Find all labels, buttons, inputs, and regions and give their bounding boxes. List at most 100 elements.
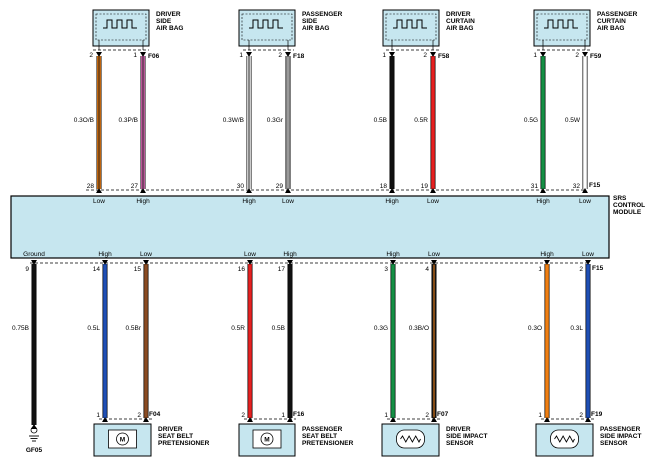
wire-spec-label: 0.5L	[87, 325, 100, 332]
module-top-connector-code: F15	[589, 182, 601, 189]
bottom-wire-2-1: High 17 0.5B 1	[272, 251, 297, 422]
component-label-line-3: AIR BAG	[156, 25, 183, 32]
signal-side-label: High	[283, 251, 297, 258]
bottom-component-0: GF05	[26, 426, 43, 454]
module-pin-number: 2	[579, 266, 583, 273]
wire-terminal-top	[430, 52, 436, 57]
component-pin-number: 1	[533, 52, 537, 59]
module-pin-number: 17	[278, 266, 286, 273]
wire-terminal-top	[389, 52, 395, 57]
wire-terminal-bottom	[140, 188, 146, 193]
wire-terminal-bottom	[31, 424, 37, 429]
wire-terminal-bottom	[582, 188, 588, 193]
wire-spec-label: 0.3W/B	[223, 117, 244, 124]
wire-terminal-bottom	[287, 417, 293, 422]
component-label-line-3: AIR BAG	[302, 25, 329, 32]
component-label-line-2: SIDE IMPACT	[446, 433, 487, 440]
signal-side-label: Low	[582, 251, 594, 258]
component-pin-number: 2	[425, 412, 429, 419]
signal-side-label: Ground	[23, 251, 45, 258]
signal-side-label: Low	[427, 198, 439, 205]
wire-terminal-bottom	[247, 417, 253, 422]
component-label-line-1: PASSENGER	[302, 426, 343, 433]
signal-side-label: High	[136, 198, 150, 205]
component-pin-number: 1	[538, 412, 542, 419]
wire-terminal-top	[246, 52, 252, 57]
wire-spec-label: 0.3G	[374, 325, 388, 332]
airbag-inner-frame	[536, 13, 588, 41]
airbag-squib-icon	[544, 19, 578, 29]
wire-spec-label: 0.3P/B	[118, 117, 138, 124]
component-pin-number: 2	[575, 52, 579, 59]
module-pin-number: 14	[93, 266, 101, 273]
wire-spec-label: 0.5Br	[125, 325, 141, 332]
component-label-line-3: SENSOR	[446, 440, 474, 447]
wire-terminal-top	[96, 52, 102, 57]
wire-terminal-top	[585, 260, 591, 265]
wire-terminal-bottom	[96, 188, 102, 193]
wire-terminal-top	[544, 260, 550, 265]
airbag-squib-icon	[103, 19, 137, 29]
wire-terminal-top	[102, 260, 108, 265]
connector-code: F58	[438, 53, 450, 60]
motor-symbol: M	[120, 437, 125, 444]
signal-side-label: Low	[140, 251, 152, 258]
wire-spec-label: 0.3L	[570, 325, 583, 332]
airbag-module-box	[533, 9, 591, 47]
component-label-line-2: SIDE IMPACT	[600, 433, 641, 440]
wire-spec-label: 0.5B	[272, 325, 285, 332]
wire-terminal-bottom	[102, 417, 108, 422]
srs-module-label-line-2: CONTROL	[613, 202, 645, 209]
module-pin-number: 31	[531, 183, 539, 190]
component-label-line-2: SEAT BELT	[158, 433, 193, 440]
srs-module-label: SRS CONTROL MODULE	[613, 195, 645, 216]
module-pin-number: 32	[573, 183, 581, 190]
component-pin-number: 2	[241, 412, 245, 419]
connector-code: F18	[293, 53, 305, 60]
wire-terminal-top	[143, 260, 149, 265]
signal-side-label: Low	[579, 198, 591, 205]
wire-terminal-bottom	[390, 417, 396, 422]
wire-terminal-top	[540, 52, 546, 57]
component-pin-number: 1	[281, 412, 285, 419]
airbag-module-box	[92, 9, 150, 47]
signal-side-label: High	[242, 198, 256, 205]
component-pin-number: 2	[137, 412, 141, 419]
component-label-line-1: PASSENGER	[302, 11, 343, 18]
component-label-line-3: PRETENSIONER	[302, 440, 354, 447]
module-pin-number: 18	[380, 183, 388, 190]
connector-code: F06	[148, 53, 160, 60]
component-label-line-1: DRIVER	[158, 426, 183, 433]
wire-terminal-bottom	[246, 188, 252, 193]
module-pin-number: 15	[134, 266, 142, 273]
wire-terminal-bottom	[143, 417, 149, 422]
wire-terminal-bottom	[585, 417, 591, 422]
component-label-line-1: PASSENGER	[597, 11, 638, 18]
component-label-line-1: DRIVER	[446, 11, 471, 18]
connector-code: F19	[591, 411, 603, 418]
component-pin-number: 2	[89, 52, 93, 59]
airbag-module-box	[382, 9, 440, 47]
component-pin-number: 1	[96, 412, 100, 419]
signal-side-label: High	[540, 251, 554, 258]
wire-spec-label: 0.3O	[528, 325, 542, 332]
wire-terminal-top	[287, 260, 293, 265]
airbag-squib-icon	[393, 19, 427, 29]
wire-spec-label: 0.5R	[231, 325, 245, 332]
wire-spec-label: 0.3B/O	[409, 325, 429, 332]
module-pin-number: 16	[238, 266, 246, 273]
